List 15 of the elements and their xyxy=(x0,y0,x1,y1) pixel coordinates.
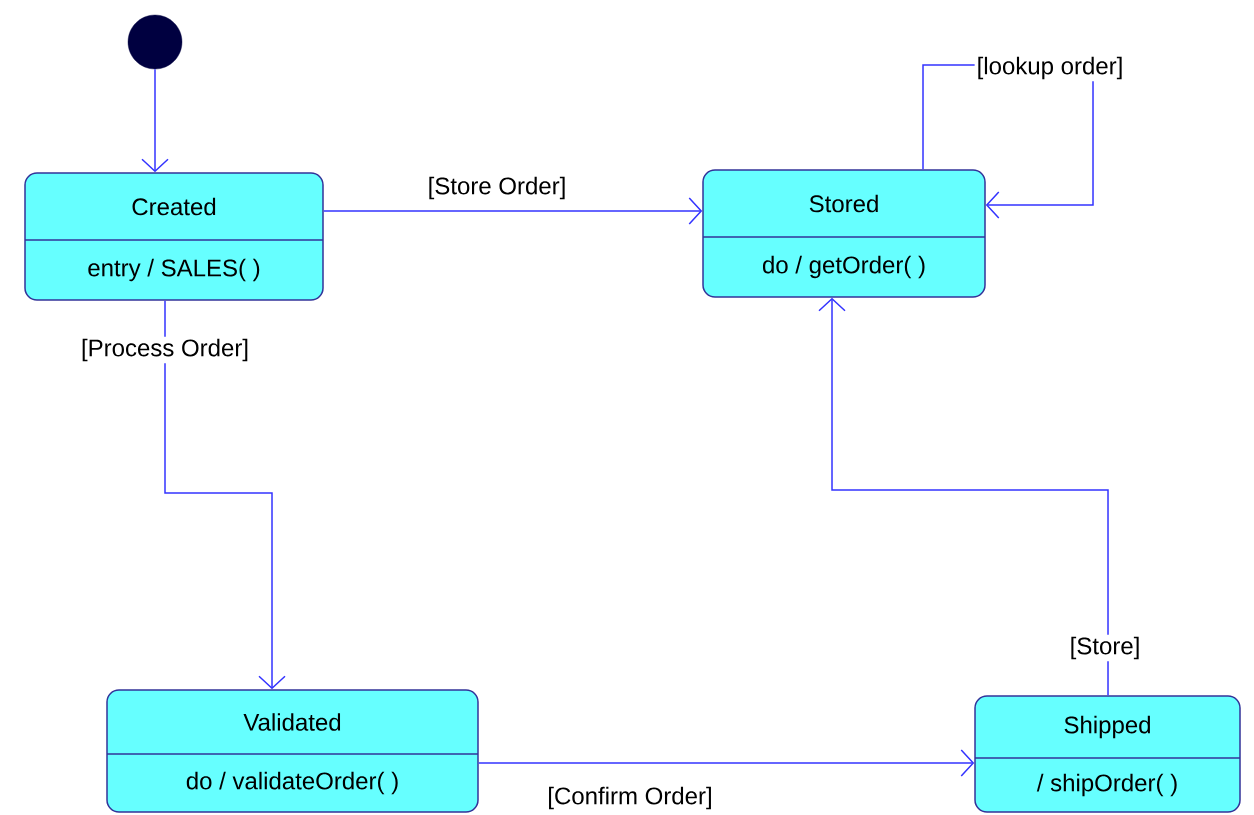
state-box: Validated do / validateOrder( ) xyxy=(106,689,479,813)
edge-label: [lookup order] xyxy=(974,54,1126,82)
state-box: Stored do / getOrder( ) xyxy=(702,169,986,298)
initial-state-dot xyxy=(127,14,183,70)
edge-label: [Confirm Order] xyxy=(545,784,715,812)
state-box: Shipped / shipOrder( ) xyxy=(974,695,1241,813)
state-box: Created entry / SALES( ) xyxy=(24,172,324,301)
edge-label: [Store] xyxy=(1067,634,1143,662)
arrow xyxy=(141,68,169,173)
edge-label: [Store Order] xyxy=(425,174,569,202)
arrow xyxy=(478,749,975,777)
arrow xyxy=(164,300,286,690)
arrow xyxy=(323,197,703,225)
edge-label: [Process Order] xyxy=(79,336,252,364)
arrow xyxy=(818,297,1109,696)
